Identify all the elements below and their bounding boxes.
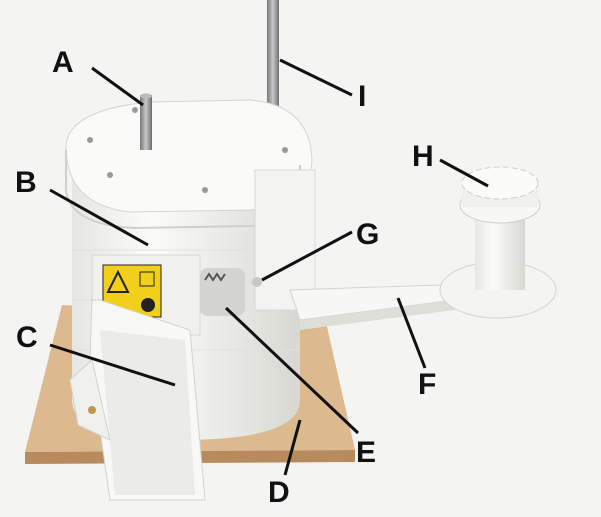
label-c: C bbox=[16, 321, 38, 354]
leader-g bbox=[261, 230, 353, 282]
output-chute bbox=[69, 299, 206, 501]
warning-triangle-icon bbox=[106, 269, 130, 293]
leader-b bbox=[49, 188, 149, 247]
leader-e bbox=[224, 306, 360, 435]
leader-c bbox=[49, 343, 176, 387]
leader-lines bbox=[49, 58, 489, 476]
spring-opening bbox=[200, 268, 262, 316]
leader-i bbox=[279, 58, 353, 97]
spool bbox=[439, 166, 557, 319]
output-shaft bbox=[140, 93, 152, 150]
leader-a bbox=[91, 66, 144, 107]
label-i: I bbox=[358, 80, 366, 113]
label-g: G bbox=[356, 218, 379, 251]
rod-bracket bbox=[254, 169, 316, 311]
label-f: F bbox=[418, 368, 436, 401]
label-b: B bbox=[15, 166, 37, 199]
leader-f bbox=[396, 297, 427, 369]
label-h: H bbox=[412, 140, 434, 173]
leader-h bbox=[439, 158, 489, 188]
spool-arm bbox=[289, 284, 457, 330]
label-d: D bbox=[268, 476, 290, 509]
label-e: E bbox=[356, 436, 376, 469]
manual-icon bbox=[141, 298, 155, 312]
label-a: A bbox=[52, 46, 74, 79]
leader-d bbox=[283, 419, 302, 476]
